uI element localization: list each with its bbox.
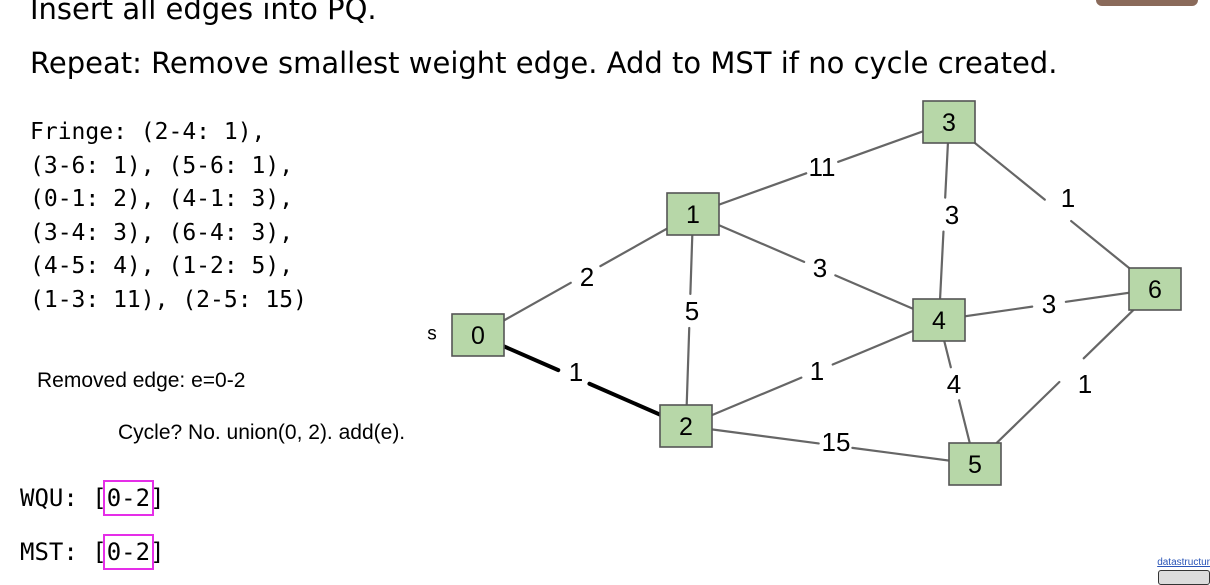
credit-link[interactable]: datastructur [1157, 557, 1210, 568]
node-label-1: 1 [686, 201, 700, 229]
node-box-1 [666, 192, 720, 236]
graph-node-6: 6 [1128, 267, 1182, 311]
edge-weight-1-2: 5 [685, 296, 699, 326]
cycle-check-text: Cycle? No. union(0, 2). add(e). [118, 421, 406, 444]
slide-line-insert: Insert all edges into PQ. [30, 0, 377, 26]
edge-weight-2-5: 15 [822, 427, 851, 457]
wqu-highlighted-edge: 0-2 [102, 480, 155, 516]
graph-node-0: 0 [451, 313, 505, 357]
fringe-line: Fringe: (2-4: 1), [30, 119, 266, 145]
node-box-3 [922, 100, 976, 144]
edge-weight-1-4: 3 [813, 253, 827, 283]
node-label-6: 6 [1148, 276, 1162, 304]
graph-node-2: 2 [659, 404, 713, 448]
graph-node-4: 4 [912, 298, 966, 342]
edge-weight-3-4: 3 [945, 200, 959, 230]
node-label-0: 0 [471, 322, 485, 350]
wqu-line: WQU: [0-2] [20, 480, 165, 516]
fringe-line: (4-5: 4), (1-2: 5), [30, 253, 294, 279]
fringe-line: (1-3: 11), (2-5: 15) [30, 286, 307, 313]
mst-close-bracket: ] [150, 538, 165, 566]
graph-node-1: 1 [666, 192, 720, 236]
node-box-4 [912, 298, 966, 342]
node-label-3: 3 [942, 109, 956, 137]
fringe-list: Fringe: (2-4: 1), (3-6: 1), (5-6: 1), (0… [30, 116, 307, 317]
edge-weight-4-5: 4 [947, 369, 961, 399]
wqu-close-bracket: ] [150, 484, 165, 512]
node-label-4: 4 [932, 307, 946, 335]
node-box-0 [451, 313, 505, 357]
fringe-line: (0-1: 2), (4-1: 3), [30, 186, 294, 212]
fringe-line: (3-6: 1), (5-6: 1), [30, 152, 294, 179]
start-label: s [427, 324, 437, 345]
edge-weight-0-1: 2 [580, 262, 594, 292]
node-label-5: 5 [968, 451, 982, 479]
slide-line-repeat: Repeat: Remove smallest weight edge. Add… [30, 46, 1058, 80]
mst-label: MST: [ [20, 538, 107, 566]
mst-line: MST: [0-2] [20, 534, 165, 570]
edge-weight-3-6: 1 [1061, 183, 1075, 213]
edge-weight-4-6: 3 [1042, 289, 1056, 319]
node-box-5 [948, 442, 1002, 486]
edge-weight-2-4: 1 [810, 356, 824, 386]
node-label-2: 2 [679, 413, 693, 441]
edge-weight-5-6: 1 [1078, 369, 1092, 399]
graph-node-5: 5 [948, 442, 1002, 486]
removed-edge-text: Removed edge: e=0-2 [37, 369, 246, 392]
mst-highlighted-edge: 0-2 [102, 534, 155, 570]
node-box-6 [1128, 267, 1182, 311]
edge-weight-0-2: 1 [569, 357, 583, 387]
nodes-layer: 0 1 2 3 4 5 6 [451, 100, 1182, 486]
presenter-video-thumbnail [1096, 0, 1198, 6]
edge-weight-1-3: 11 [809, 152, 836, 182]
wqu-label: WQU: [ [20, 484, 107, 512]
graph-node-3: 3 [922, 100, 976, 144]
fringe-line: (3-4: 3), (6-4: 3), [30, 219, 294, 246]
node-box-2 [659, 404, 713, 448]
